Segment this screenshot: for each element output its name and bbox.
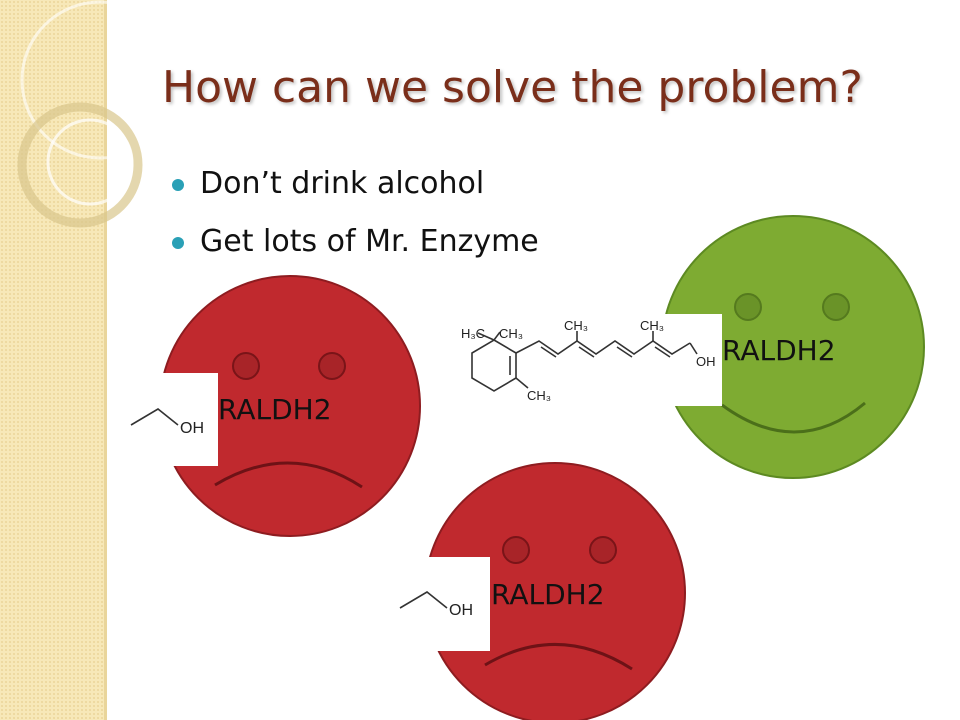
face-eye xyxy=(318,352,346,380)
substrate-slot xyxy=(660,314,722,406)
chem-label: CH₃ xyxy=(527,388,551,403)
face-eye xyxy=(822,293,850,321)
face-right: RALDH2 xyxy=(660,215,925,479)
ethanol-molecule-icon xyxy=(399,591,448,609)
face-frown xyxy=(214,461,363,489)
chem-label: OH xyxy=(180,420,204,437)
face-eye xyxy=(589,536,617,564)
retinol-bond xyxy=(515,377,529,389)
chem-label: H₃C xyxy=(461,326,485,341)
bullet-dot-icon xyxy=(172,179,184,191)
deco-circle-inner xyxy=(46,118,134,206)
bullet-text: Don’t drink alcohol xyxy=(200,166,485,201)
chem-label: CH₃ xyxy=(499,326,523,341)
chem-label: CH₃ xyxy=(640,318,664,333)
chem-label: OH xyxy=(696,354,716,369)
face-frown xyxy=(484,642,633,671)
face-eye xyxy=(734,293,762,321)
bullet-list: Don’t drink alcohol Get lots of Mr. Enzy… xyxy=(172,162,539,278)
face-smile xyxy=(721,401,866,434)
retinol-double-bond xyxy=(616,346,633,358)
retinol-double-bond xyxy=(654,346,671,358)
retinol-double-bond xyxy=(540,346,557,358)
bullet-text: Get lots of Mr. Enzyme xyxy=(200,224,539,259)
enzyme-label: RALDH2 xyxy=(218,393,332,426)
slide-title: How can we solve the problem? xyxy=(162,62,863,113)
face-eye xyxy=(232,352,260,380)
bullet-dot-icon xyxy=(172,237,184,249)
retinol-bond xyxy=(493,331,501,341)
retinol-chain xyxy=(515,340,691,355)
substrate-slot xyxy=(397,557,490,651)
face-bottom: OH RALDH2 xyxy=(397,462,686,720)
face-eye xyxy=(502,536,530,564)
deco-circle-outer xyxy=(20,0,180,160)
enzyme-label: RALDH2 xyxy=(491,578,605,611)
retinol-bond xyxy=(477,332,495,341)
chem-label: OH xyxy=(449,602,473,619)
chem-label: CH₃ xyxy=(564,318,588,333)
deco-circle-ring xyxy=(17,102,143,228)
decorative-circles xyxy=(17,0,180,228)
bullet-item: Get lots of Mr. Enzyme xyxy=(172,220,539,278)
retinol-molecule-icon xyxy=(471,331,698,392)
face-left: OH RALDH2 xyxy=(130,275,421,537)
bullet-item: Don’t drink alcohol xyxy=(172,162,539,220)
retinol-bond xyxy=(689,342,698,355)
retinol-double-bond xyxy=(578,346,595,358)
substrate-slot xyxy=(130,373,218,466)
side-strip-edge xyxy=(104,0,107,720)
ethanol-molecule-icon xyxy=(130,408,179,426)
enzyme-label: RALDH2 xyxy=(722,334,836,367)
